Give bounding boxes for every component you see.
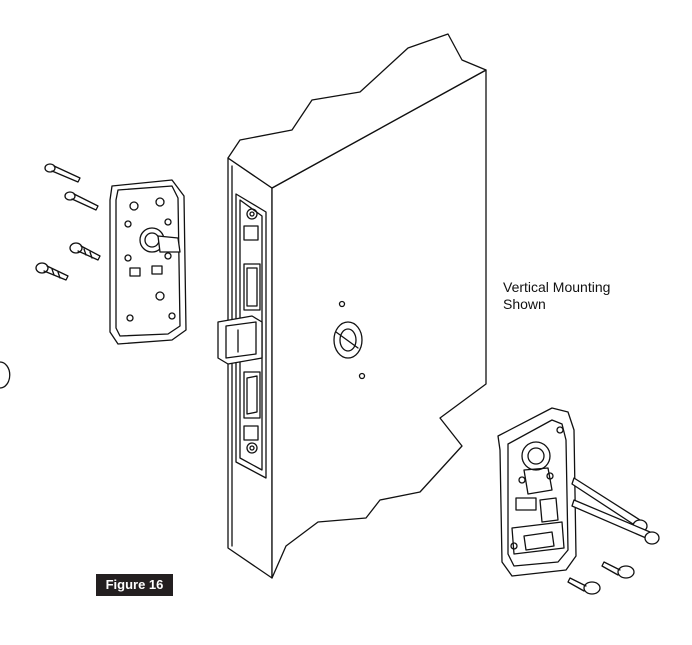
door-slab — [227, 33, 487, 579]
caption-line-2: Shown — [503, 296, 546, 312]
caption-line-1: Vertical Mounting — [503, 279, 611, 295]
mounting-screws-left — [35, 163, 101, 281]
outside-lock-housing — [497, 407, 577, 577]
mounting-screws-right — [567, 561, 635, 595]
diagram-caption: Vertical Mounting Shown — [503, 279, 610, 313]
through-bolts — [571, 477, 660, 545]
figure-label: Figure 16 — [96, 574, 173, 596]
mortise-faceplate — [217, 193, 267, 479]
spindle-hole — [333, 300, 366, 380]
partial-ring — [0, 361, 11, 389]
inside-escutcheon-plate — [109, 179, 187, 345]
